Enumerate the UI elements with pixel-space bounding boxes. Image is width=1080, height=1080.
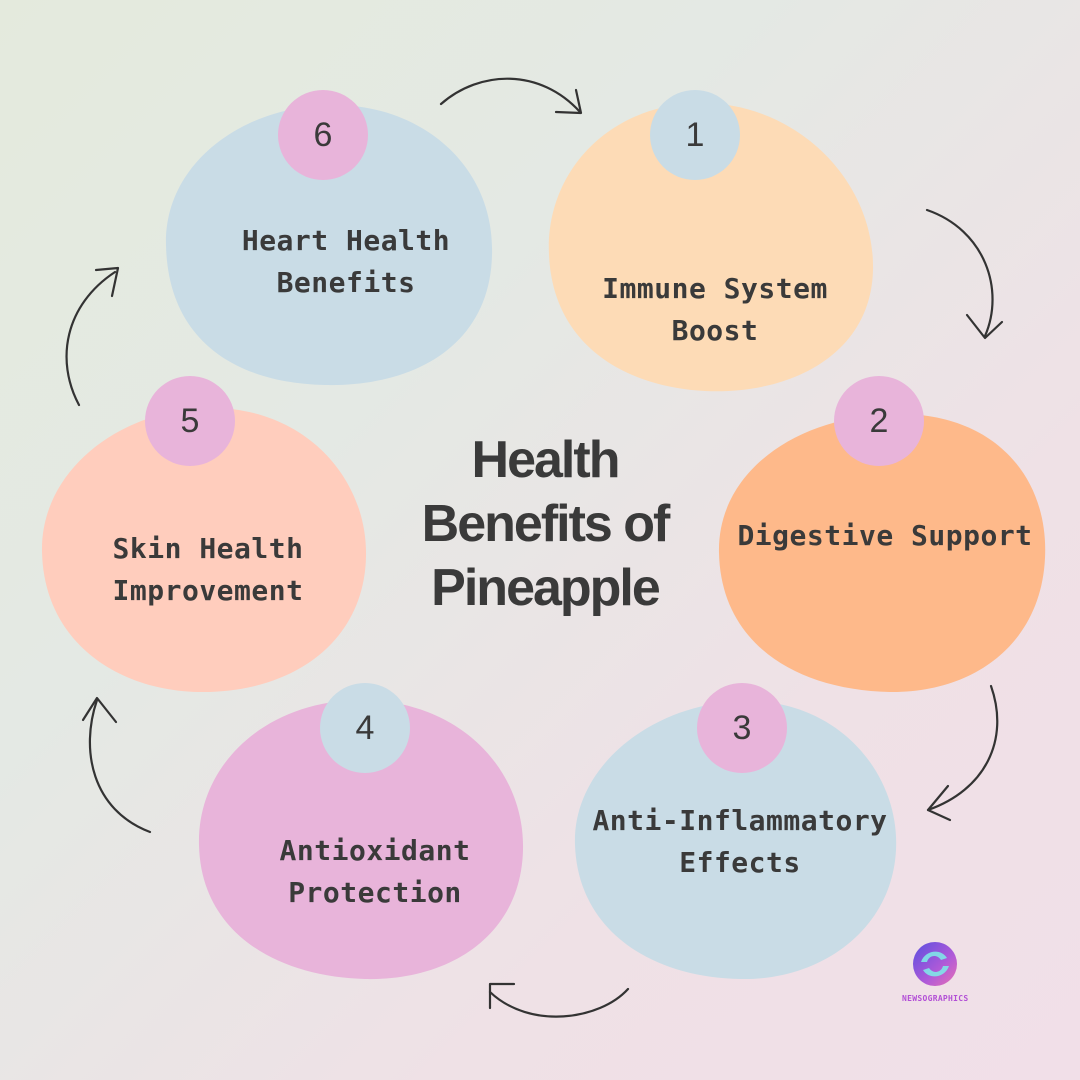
arrow-1-to-2 — [925, 208, 1004, 340]
step-1-label-line-2: Boost — [671, 314, 759, 347]
step-6-number: 6 — [313, 115, 333, 154]
step-3-number: 3 — [732, 708, 752, 747]
arrow-3-to-4 — [488, 982, 630, 1018]
step-6-label: Heart Health Benefits — [230, 220, 462, 304]
step-4-label: Antioxidant Protection — [255, 830, 495, 914]
step-3-label-line-1: Anti-Inflammatory — [592, 804, 888, 837]
step-2-blob — [718, 413, 1046, 693]
step-4-label-line-2: Protection — [288, 876, 462, 909]
arrow-6-to-1 — [439, 77, 583, 115]
step-5-number: 5 — [180, 401, 200, 440]
step-4-blob — [198, 700, 524, 980]
step-4-label-line-1: Antioxidant — [279, 834, 471, 867]
step-4-number: 4 — [355, 708, 375, 747]
step-1-number: 1 — [685, 115, 705, 154]
title-line-3: Pineapple — [431, 559, 661, 617]
step-2-label-line-1: Digestive Support — [737, 519, 1033, 552]
step-5-label-line-2: Improvement — [112, 574, 304, 607]
step-5-number-badge: 5 — [145, 376, 235, 466]
title-line-2: Benefits of — [421, 495, 671, 553]
arrow-2-to-3 — [926, 684, 999, 822]
step-5-blob — [41, 407, 367, 692]
newsographics-logo-icon — [913, 942, 957, 986]
step-5-label: Skin Health Improvement — [88, 528, 328, 612]
step-6-blob — [165, 104, 493, 386]
step-3-blob-shape — [574, 700, 897, 980]
step-4-number-badge: 4 — [320, 683, 410, 773]
title-line-1: Health — [471, 431, 621, 489]
step-3-label-line-2: Effects — [679, 846, 801, 879]
step-6-label-line-2: Benefits — [276, 266, 416, 299]
step-1-label-line-1: Immune System — [602, 272, 828, 305]
step-3-label: Anti-Inflammatory Effects — [580, 800, 900, 884]
logo-text: NEWSOGRAPHICS — [902, 994, 969, 1003]
step-2-number-badge: 2 — [834, 376, 924, 466]
arrow-4-to-5 — [81, 696, 152, 834]
step-3-number-badge: 3 — [697, 683, 787, 773]
arrow-5-to-6 — [65, 266, 120, 407]
step-6-label-line-1: Heart Health — [241, 224, 451, 257]
step-5-label-line-1: Skin Health — [112, 532, 304, 565]
diagram-title: Health Benefits of Pineapple — [390, 428, 700, 620]
step-4-blob-shape — [198, 700, 524, 980]
step-1-number-badge: 1 — [650, 90, 740, 180]
step-6-blob-shape — [165, 104, 493, 386]
step-1-blob-shape — [548, 102, 874, 392]
step-2-label: Digestive Support — [735, 515, 1035, 557]
newsographics-logo: NEWSOGRAPHICS — [902, 940, 968, 1003]
step-1-blob — [548, 102, 874, 392]
step-2-number: 2 — [869, 401, 889, 440]
step-1-label: Immune System Boost — [580, 268, 850, 352]
step-2-blob-shape — [718, 413, 1046, 693]
step-3-blob — [574, 700, 897, 980]
step-5-blob-shape — [41, 407, 367, 692]
step-6-number-badge: 6 — [278, 90, 368, 180]
